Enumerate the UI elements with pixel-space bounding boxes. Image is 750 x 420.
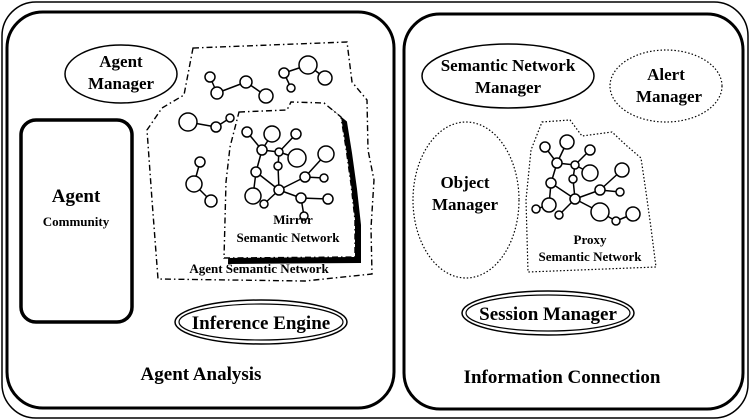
network-node xyxy=(319,173,329,183)
network-node xyxy=(239,75,253,89)
semantic-network-manager-label-1: Semantic Network xyxy=(441,56,576,75)
network-node xyxy=(545,177,557,189)
session-manager: Session Manager xyxy=(461,290,635,336)
alert-manager: Alert Manager xyxy=(609,49,723,123)
inference-engine-inner-ellipse xyxy=(178,303,344,341)
network-node xyxy=(290,128,302,140)
proxy-network-label-1: Proxy xyxy=(574,232,607,247)
information-connection-title: Information Connection xyxy=(464,367,661,388)
network-node xyxy=(256,144,268,156)
network-node xyxy=(298,55,318,75)
network-node xyxy=(178,112,198,132)
object-manager-label-1: Object xyxy=(440,173,489,192)
agent-manager-label-2: Manager xyxy=(88,74,155,93)
mirror-semantic-network-graph xyxy=(241,125,335,221)
alert-manager-ellipse xyxy=(609,49,723,123)
network-node xyxy=(614,162,630,178)
network-node xyxy=(322,193,334,205)
session-manager-outer-ellipse xyxy=(461,290,635,336)
network-node xyxy=(554,210,564,220)
network-node xyxy=(615,187,625,197)
network-node xyxy=(210,86,224,100)
network-node xyxy=(273,184,285,196)
semantic-network-manager-label-2: Manager xyxy=(475,78,542,97)
inference-engine-label: Inference Engine xyxy=(192,313,330,334)
network-node xyxy=(531,204,541,214)
agent-community-label-2: Community xyxy=(43,214,110,229)
information-connection-box xyxy=(402,12,745,411)
network-node xyxy=(273,161,283,171)
agent-analysis-title: Agent Analysis xyxy=(141,364,262,385)
network-node xyxy=(541,197,557,213)
network-node xyxy=(611,216,621,226)
network-node xyxy=(204,194,218,208)
network-node xyxy=(570,160,580,170)
proxy-network-boundary xyxy=(525,119,657,273)
network-node xyxy=(250,166,262,178)
agent-analysis-box xyxy=(5,10,396,410)
network-node xyxy=(185,175,203,193)
network-node xyxy=(225,113,235,123)
network-node xyxy=(299,211,309,221)
session-manager-inner-ellipse xyxy=(465,294,631,332)
agent-semantic-network-label: Agent Semantic Network xyxy=(189,261,329,276)
proxy-semantic-network-graph xyxy=(531,134,641,226)
information-connection-panel: Semantic Network Manager Alert Manager O… xyxy=(402,12,745,411)
network-node xyxy=(241,126,253,138)
network-node xyxy=(259,199,269,209)
network-node xyxy=(287,148,307,168)
mirror-semantic-network: Mirror Semantic Network xyxy=(223,101,361,265)
alert-manager-label-1: Alert xyxy=(647,65,685,84)
object-manager-ellipse xyxy=(412,121,520,279)
network-node xyxy=(258,88,274,104)
agent-community-box xyxy=(19,118,134,324)
network-node xyxy=(590,202,610,222)
network-node xyxy=(584,144,596,156)
network-node xyxy=(581,164,599,182)
inference-engine-outer-ellipse xyxy=(174,299,348,345)
network-node xyxy=(317,70,333,86)
semantic-network-manager: Semantic Network Manager xyxy=(421,43,595,109)
object-manager-label-2: Manager xyxy=(432,195,499,214)
agent-community: Agent Community xyxy=(19,118,134,324)
alert-manager-label-2: Manager xyxy=(636,87,703,106)
network-node xyxy=(569,193,581,205)
network-node xyxy=(286,83,296,93)
mirror-network-boundary xyxy=(223,101,356,259)
agent-manager: Agent Manager xyxy=(64,44,178,104)
mirror-network-label-1: Mirror xyxy=(273,212,313,227)
network-node xyxy=(278,67,290,79)
agent-semantic-network-graph xyxy=(178,55,333,208)
network-node xyxy=(194,156,206,168)
network-node xyxy=(263,125,281,143)
network-node xyxy=(204,71,216,83)
network-node xyxy=(539,141,551,153)
mirror-network-label-2: Semantic Network xyxy=(237,230,341,245)
agent-analysis-panel: Agent Manager Agent Community xyxy=(5,10,396,410)
agent-manager-label-1: Agent xyxy=(99,52,143,71)
network-node xyxy=(295,192,307,204)
session-manager-label: Session Manager xyxy=(479,304,617,325)
network-node xyxy=(317,145,335,163)
agent-community-label-1: Agent xyxy=(52,186,101,207)
network-node xyxy=(274,147,284,157)
semantic-network-manager-ellipse xyxy=(421,43,595,109)
network-node xyxy=(568,174,578,184)
proxy-network-label-2: Semantic Network xyxy=(539,249,643,264)
inference-engine: Inference Engine xyxy=(174,299,348,345)
network-node xyxy=(594,184,606,196)
network-node xyxy=(625,206,641,222)
object-manager: Object Manager xyxy=(412,121,520,279)
network-node xyxy=(559,134,575,150)
agent-manager-ellipse xyxy=(64,44,178,104)
network-node xyxy=(551,157,563,169)
network-node xyxy=(210,121,222,133)
proxy-semantic-network: Proxy Semantic Network xyxy=(525,119,657,273)
network-node xyxy=(299,171,311,183)
network-node xyxy=(244,187,262,205)
agent-semantic-network-boundary xyxy=(146,41,375,282)
